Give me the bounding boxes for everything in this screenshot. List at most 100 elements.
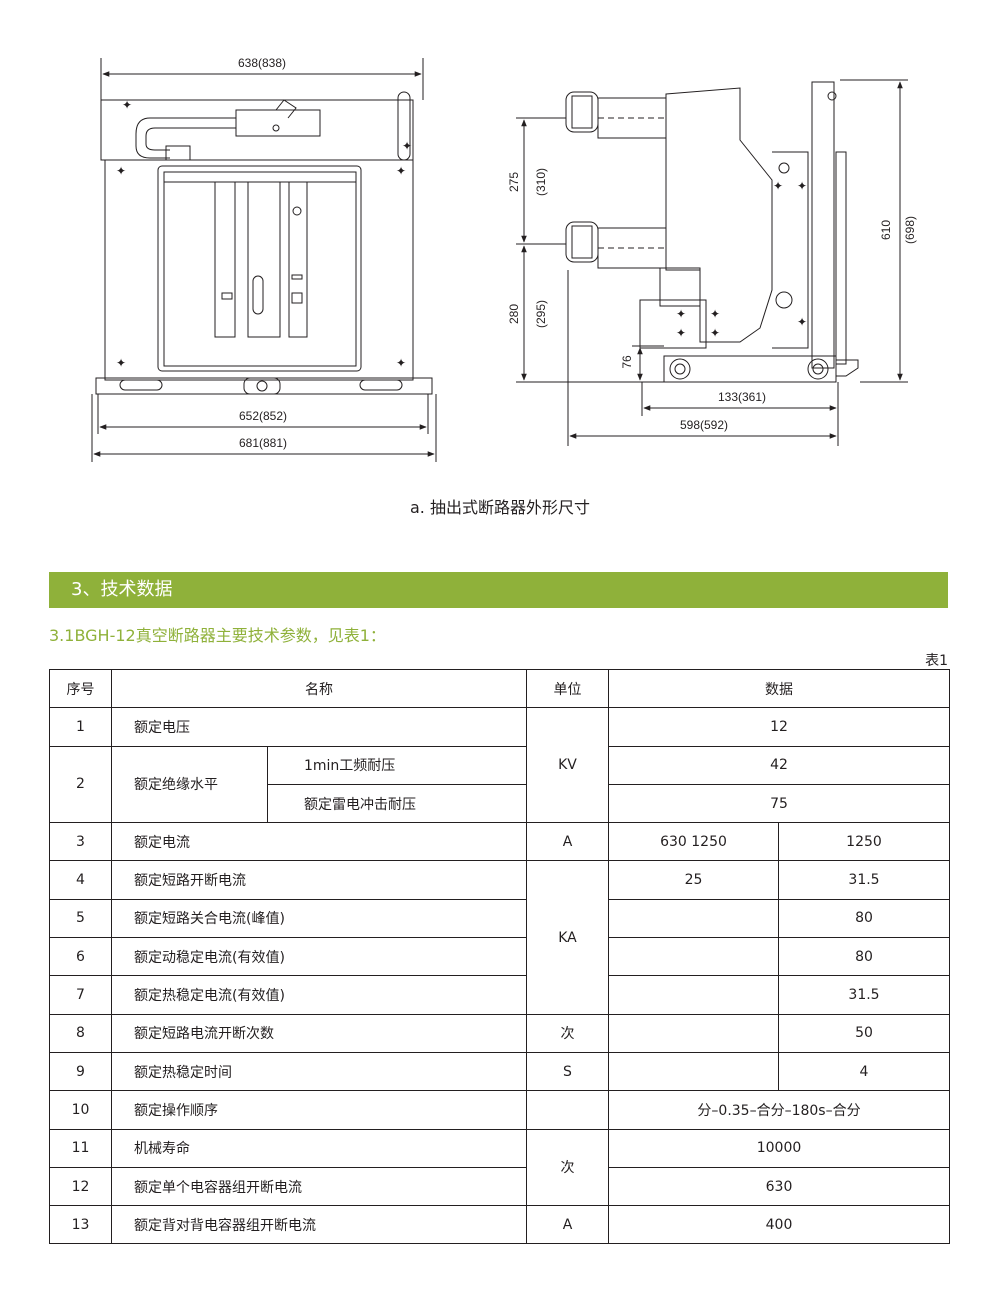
row-value-1: 630 1250 [608, 822, 779, 862]
side-view: ✦ ✦ ✦ ✦ ✦ ✦ ✦ 275 (310) 280 (295) 76 610 [507, 79, 917, 446]
header-no: 序号 [49, 668, 112, 709]
row-value: 10000 [608, 1128, 950, 1168]
header-data: 数据 [608, 668, 950, 709]
section-title: 3、技术数据 [71, 579, 173, 600]
table-row: 13 额定背对背电容器组开断电流 A 400 [49, 1205, 950, 1245]
dim-depth-inner: 133(361) [718, 390, 766, 404]
svg-text:✦: ✦ [122, 98, 132, 112]
row-name: 额定电流 [111, 822, 527, 862]
table-row: 11 机械寿命 次 10000 [49, 1128, 950, 1207]
table-row: 5 额定短路关合电流(峰值) 80 [49, 898, 950, 939]
svg-text:✦: ✦ [797, 315, 807, 329]
dim-pitch-alt: (310) [534, 168, 548, 196]
table-row: 10 额定操作顺序 分–0.35–合分–180s–合分 [49, 1090, 950, 1130]
row-no: 11 [49, 1128, 112, 1168]
table-row: 4 额定短路开断电流 KA 25 31.5 [49, 860, 950, 1015]
row-value-1 [608, 1051, 779, 1092]
row-value-1: 25 [608, 860, 779, 900]
svg-text:✦: ✦ [797, 179, 807, 193]
row-name: 额定绝缘水平 [111, 745, 268, 824]
svg-text:✦: ✦ [710, 307, 720, 321]
section-header: 3、技术数据 [49, 572, 948, 608]
dim-total-height: 610 [879, 220, 893, 240]
row-name: 额定短路开断电流 [111, 860, 527, 900]
row-value: 630 [608, 1166, 950, 1207]
row-value-2: 31.5 [778, 860, 950, 900]
row-no: 5 [49, 898, 112, 939]
dim-total-height-alt: (698) [903, 216, 917, 244]
row-unit: A [526, 1205, 609, 1245]
row-no: 13 [49, 1205, 112, 1245]
table-row: 7 额定热稳定电流(有效值) 31.5 [49, 975, 950, 1015]
row-value: 分–0.35–合分–180s–合分 [608, 1090, 950, 1130]
table-row: 9 额定热稳定时间 S 4 [49, 1051, 950, 1092]
svg-text:✦: ✦ [396, 164, 406, 178]
row-value-2: 50 [778, 1013, 950, 1053]
row-name: 额定短路关合电流(峰值) [111, 898, 527, 939]
row-value-2: 80 [778, 898, 950, 939]
row-subname: 额定雷电冲击耐压 [267, 783, 527, 824]
row-value: 400 [608, 1205, 950, 1245]
row-no: 10 [49, 1090, 112, 1130]
table-row: 8 额定短路电流开断次数 次 50 [49, 1013, 950, 1053]
row-value: 12 [608, 707, 950, 747]
row-no: 3 [49, 822, 112, 862]
row-unit: 次 [526, 1128, 609, 1207]
row-unit: A [526, 822, 609, 862]
subheading: 3.1BGH-12真空断路器主要技术参数，见表1： [49, 626, 386, 645]
dim-base-height: 76 [620, 355, 634, 369]
table-header-row: 序号 名称 单位 数据 [49, 668, 950, 709]
row-value: 42 [608, 745, 950, 785]
spec-table: 序号 名称 单位 数据 1 额定电压 KV 12 2 额定绝缘水平 1min工频… [49, 668, 950, 1245]
dim-lower-height-alt: (295) [534, 300, 548, 328]
row-unit: KA [526, 860, 609, 1015]
row-name: 额定热稳定时间 [111, 1051, 527, 1092]
row-unit: 次 [526, 1013, 609, 1053]
row-unit: KV [526, 707, 609, 824]
row-no: 1 [49, 707, 112, 747]
dim-bottom-width: 681(881) [239, 436, 287, 450]
row-value-2: 31.5 [778, 975, 950, 1015]
svg-text:✦: ✦ [116, 164, 126, 178]
table-row: 额定雷电冲击耐压 75 [50, 783, 950, 824]
row-name: 机械寿命 [111, 1128, 527, 1168]
row-no: 7 [49, 975, 112, 1015]
row-name: 额定动稳定电流(有效值) [111, 937, 527, 977]
svg-text:✦: ✦ [710, 326, 720, 340]
table-row: 6 额定动稳定电流(有效值) 80 [49, 937, 950, 977]
row-value-1 [608, 898, 779, 939]
row-name: 额定电压 [111, 707, 527, 747]
row-name: 额定背对背电容器组开断电流 [111, 1205, 527, 1245]
row-value-2: 80 [778, 937, 950, 977]
row-value: 75 [608, 783, 950, 824]
header-unit: 单位 [526, 668, 609, 709]
row-value-1 [608, 1013, 779, 1053]
svg-text:✦: ✦ [402, 139, 412, 153]
table-row: 12 额定单个电容器组开断电流 630 [49, 1166, 950, 1207]
row-name: 额定热稳定电流(有效值) [111, 975, 527, 1015]
row-name: 额定单个电容器组开断电流 [111, 1166, 527, 1207]
dim-mid-width: 652(852) [239, 409, 287, 423]
table-row: 3 额定电流 A 630 1250 1250 [49, 822, 950, 862]
svg-text:✦: ✦ [116, 356, 126, 370]
row-unit: S [526, 1051, 609, 1092]
table-row: 2 额定绝缘水平 1min工频耐压 42 [49, 745, 950, 824]
row-unit [526, 1090, 609, 1130]
row-no: 12 [49, 1166, 112, 1207]
row-value-2: 1250 [778, 822, 950, 862]
row-no: 6 [49, 937, 112, 977]
svg-text:✦: ✦ [676, 326, 686, 340]
dim-depth-total: 598(592) [680, 418, 728, 432]
header-name: 名称 [111, 668, 527, 709]
dim-pitch: 275 [507, 172, 521, 192]
dim-lower-height: 280 [507, 304, 521, 324]
svg-text:✦: ✦ [396, 356, 406, 370]
figure-caption: a. 抽出式断路器外形尺寸 [410, 498, 590, 517]
svg-text:✦: ✦ [676, 307, 686, 321]
row-value-2: 4 [778, 1051, 950, 1092]
svg-text:✦: ✦ [773, 179, 783, 193]
row-no: 4 [49, 860, 112, 900]
circuit-breaker-outline-drawing: 638(838) ✦ ✦ ✦ ✦ ✦ ✦ 652(852) [91, 56, 917, 462]
front-view: 638(838) ✦ ✦ ✦ ✦ ✦ ✦ 652(852) [91, 56, 437, 462]
dim-top-width: 638(838) [238, 56, 286, 70]
